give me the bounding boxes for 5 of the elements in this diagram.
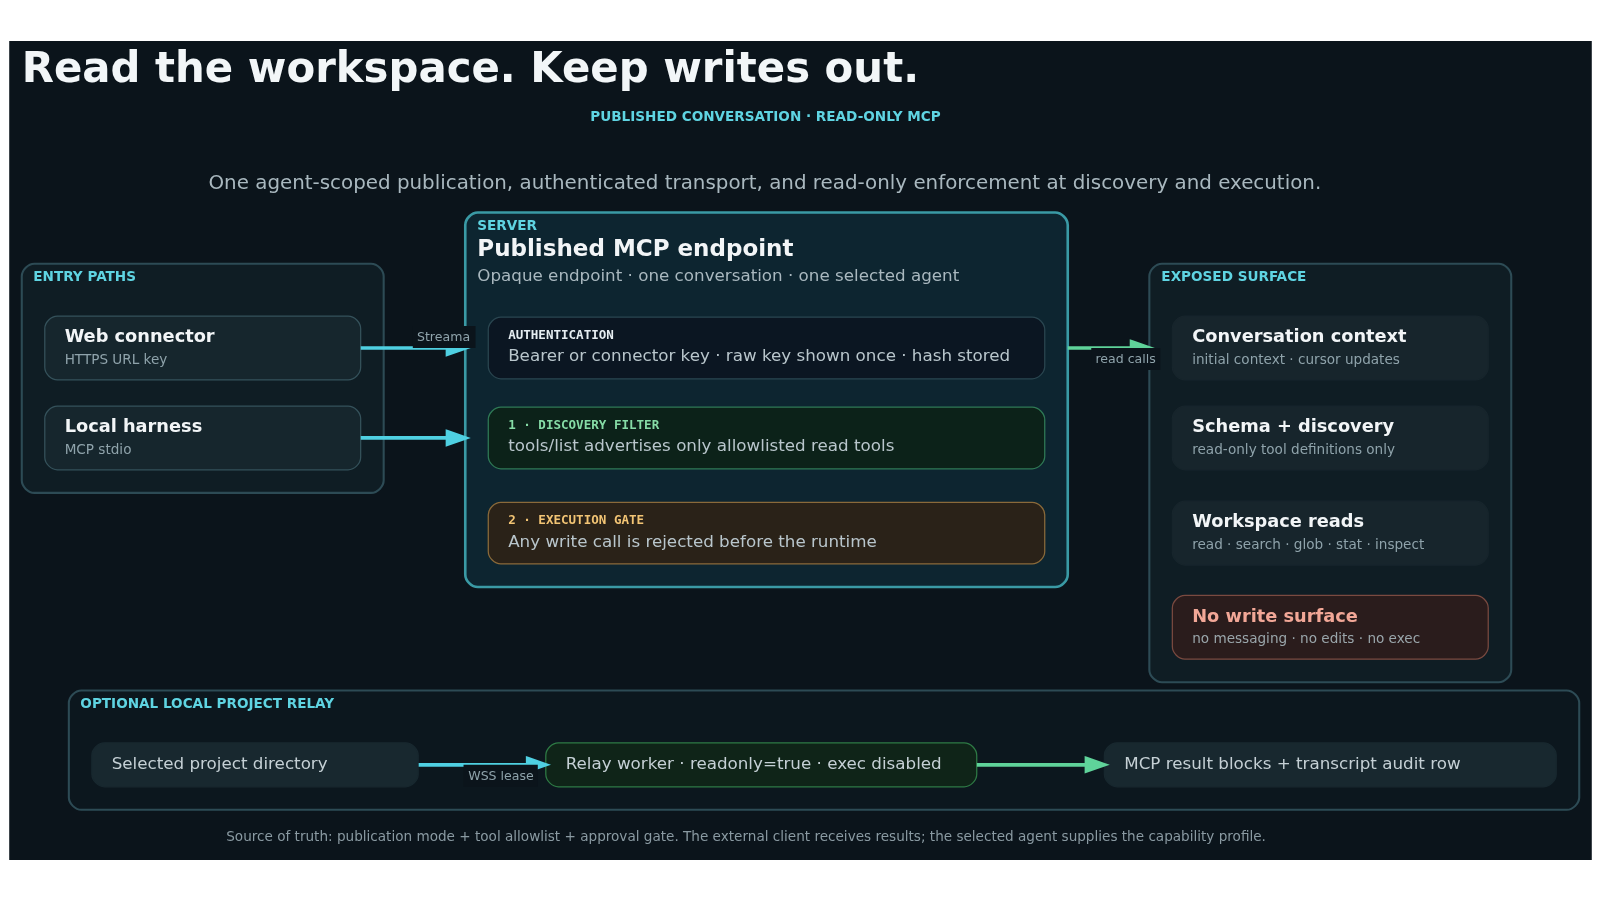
edge-label: WSS lease: [467, 767, 534, 783]
label: Source of truth: publication mode + tool allowlist + approval gate. The external client receives results; the selected agent supplies the capability profile.: [225, 827, 1266, 844]
label: One agent-scoped publication, authenticated transport, and read-only enforcement at discovery and execution.: [207, 170, 1321, 194]
label: PUBLISHED CONVERSATION · READ-ONLY MCP: [589, 107, 941, 124]
diagram-title: Read the workspace. Keep writes out.: [21, 42, 919, 92]
